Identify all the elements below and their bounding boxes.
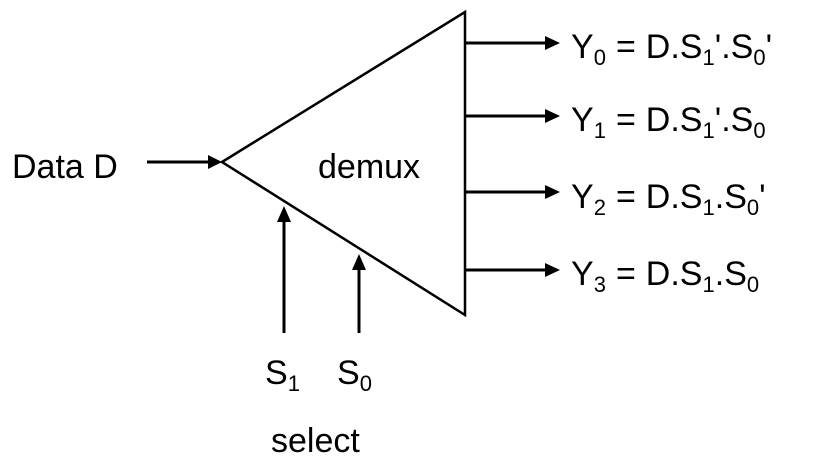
select-label-s0: S0 xyxy=(337,354,372,396)
select-label-s1: S1 xyxy=(265,354,300,396)
output-arrow-y3 xyxy=(465,263,560,277)
output-equation-y3: Y3=D.S1.S0 xyxy=(571,255,759,297)
select-arrow-s1 xyxy=(277,206,291,333)
output-equation-y1: Y1=D.S1'.S0 xyxy=(571,101,766,143)
select-caption: select xyxy=(271,422,360,460)
output-equation-y2: Y2=D.S1.S0' xyxy=(571,178,766,220)
output-arrow-y2 xyxy=(465,185,560,199)
output-arrow-y0 xyxy=(465,36,560,50)
input-arrow xyxy=(147,155,222,169)
input-label: Data D xyxy=(12,148,118,186)
output-arrow-y1 xyxy=(465,109,560,123)
demux-block xyxy=(219,9,467,318)
output-equation-y0: Y0=D.S1'.S0' xyxy=(571,28,772,70)
block-label: demux xyxy=(318,148,420,186)
select-arrow-s0 xyxy=(352,254,366,333)
